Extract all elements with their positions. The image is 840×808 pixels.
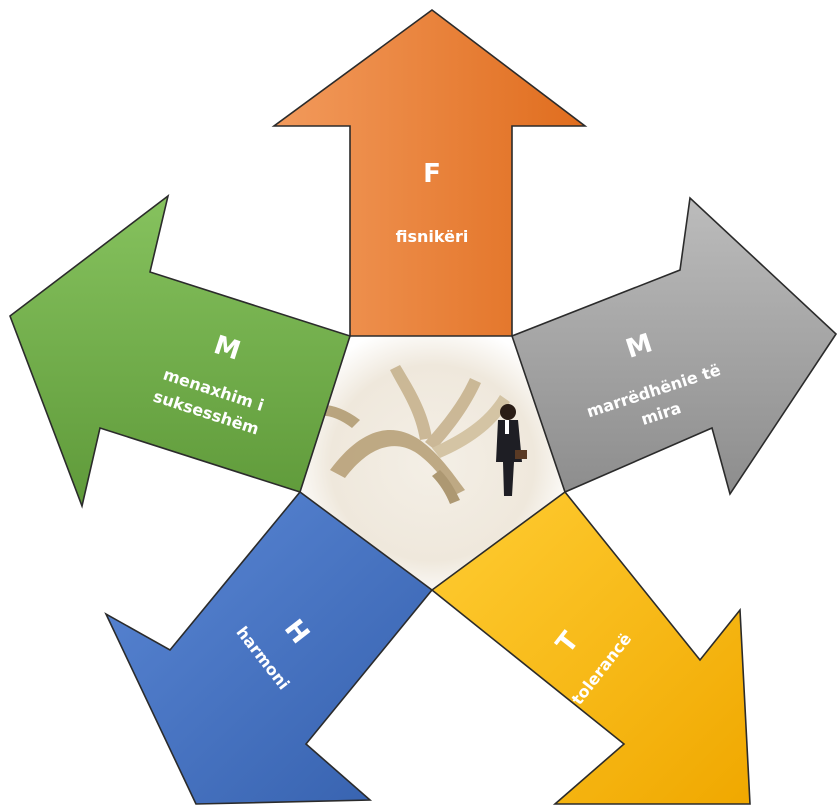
arrow-left-shape xyxy=(9,194,352,509)
arrow-top-shape xyxy=(271,9,588,337)
arrow-bottom-left: H harmoni xyxy=(104,490,434,805)
arrow-top: F fisnikëri xyxy=(271,9,588,337)
center-crossroads-image xyxy=(300,336,565,590)
arrow-bottom-right-shape xyxy=(430,490,751,805)
arrow-right-shape xyxy=(510,196,838,496)
arrow-top-letter: F xyxy=(423,159,441,189)
arrow-right: M marrëdhënie të mira xyxy=(510,196,838,496)
arrow-top-label: fisnikëri xyxy=(396,227,469,246)
businessman-icon xyxy=(496,404,527,496)
arrow-bottom-right: T tolerancë xyxy=(430,490,751,805)
arrow-left: M menaxhim i suksesshëm xyxy=(9,194,352,509)
arrow-bottom-left-shape xyxy=(104,490,434,805)
